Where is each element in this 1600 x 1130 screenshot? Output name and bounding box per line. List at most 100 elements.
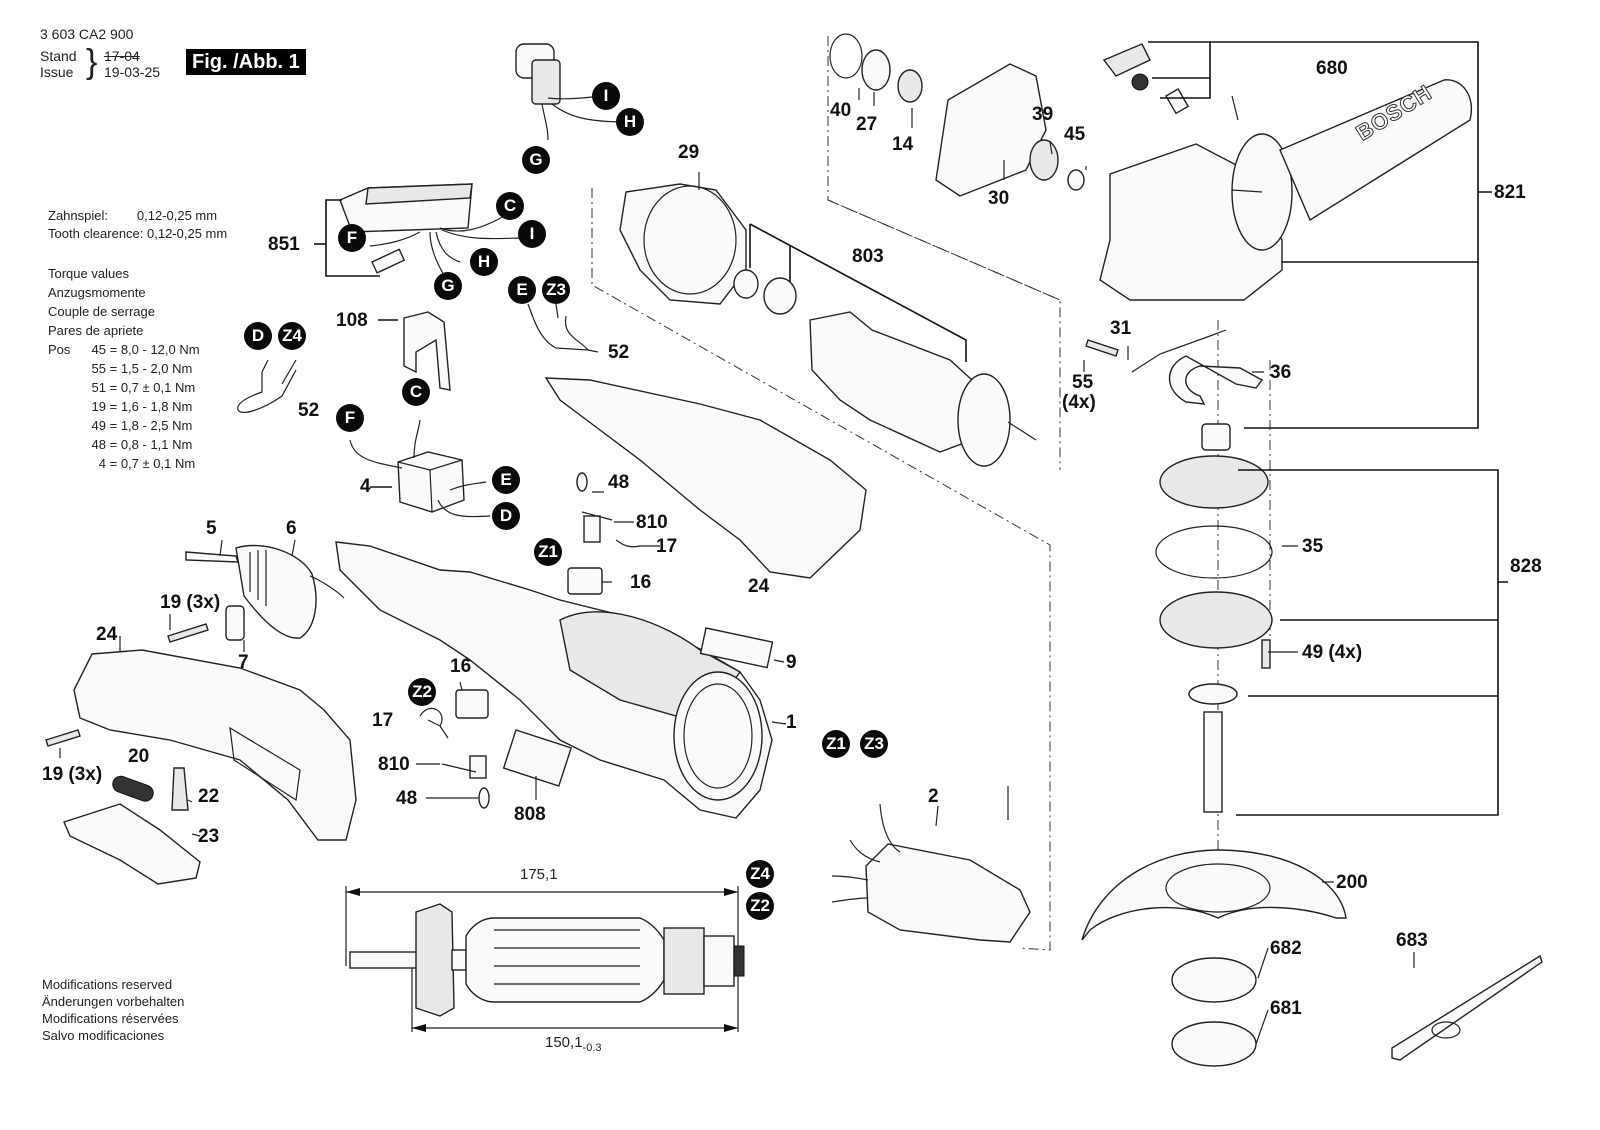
part-label-23: 23 [198, 826, 220, 847]
brush-holder-assembly-upper [567, 472, 641, 595]
auxiliary-handle-680 [1231, 79, 1472, 251]
part-label-851: 851 [268, 234, 300, 255]
gear-set-828 [1155, 423, 1508, 816]
part-label-19-upper: 19 (3x) [160, 592, 221, 613]
connector-badge-F: F [336, 404, 364, 432]
label-plate-9 [699, 627, 774, 669]
part-label-1: 1 [786, 712, 797, 733]
modifications-en: Modifications reserved [42, 977, 173, 992]
torque-title-en: Torque values [48, 266, 129, 281]
torque-row: 45 = 8,0 - 12,0 Nm [91, 342, 200, 357]
speed-control-wheel [515, 43, 629, 141]
air-guide-ring-29 [619, 183, 747, 305]
part-label-821: 821 [1494, 182, 1526, 203]
part-label-40: 40 [830, 100, 852, 121]
part-108-bracket [378, 311, 451, 391]
torque-pos-prefix: Pos [48, 342, 71, 357]
field-coil-2 [831, 803, 1031, 943]
part-label-24-left: 24 [96, 624, 118, 645]
connector-badge-D: D [244, 322, 272, 350]
bearing-flange-30 [935, 63, 1047, 197]
part-label-17-lower: 17 [372, 710, 394, 731]
brace-glyph: } [86, 43, 98, 81]
bearing-14 [897, 69, 923, 103]
connector-badge-I: I [592, 82, 620, 110]
torque-row: 48 = 0,8 - 1,1 Nm [91, 437, 193, 452]
part-label-36: 36 [1270, 362, 1292, 383]
issue-date: 19-03-25 [104, 64, 161, 80]
part-label-52-right: 52 [608, 342, 630, 363]
wire-clip-52-right [533, 315, 590, 351]
part-label-803: 803 [852, 246, 884, 267]
part-label-5: 5 [206, 518, 217, 539]
electronic-module [314, 183, 525, 287]
part-label-7: 7 [238, 652, 249, 673]
dimension-overall-length: 175,1 [520, 866, 558, 883]
part-label-9: 9 [786, 652, 797, 673]
part-label-35: 35 [1302, 536, 1324, 557]
connector-badge-Z1: Z1 [822, 730, 850, 758]
screw-19-upper [167, 623, 209, 643]
figure-label: Fig. /Abb. 1 [186, 49, 306, 75]
label-plate-808 [502, 729, 573, 787]
assembly-axis-frame-field [827, 199, 1061, 470]
part-label-27: 27 [856, 114, 878, 135]
torque-row: 4 = 0,7 ± 0,1 Nm [98, 456, 196, 471]
part-label-14: 14 [892, 134, 914, 155]
tooth-clearance-en: Tooth clearence: 0,12-0,25 mm [48, 226, 228, 241]
part-label-20: 20 [128, 746, 150, 767]
part-label-808: 808 [514, 804, 546, 825]
two-pin-spanner-683 [1391, 954, 1543, 1061]
part-label-17-upper: 17 [656, 536, 678, 557]
screw-19-lower [45, 729, 81, 747]
part-label-2: 2 [928, 786, 939, 807]
connector-badge-H: H [470, 248, 498, 276]
torque-title-es: Pares de apriete [48, 323, 144, 338]
dimension-core-length: 150,1-0.3 [545, 1034, 602, 1054]
part-label-19-lower: 19 (3x) [42, 764, 103, 785]
clamp-7 [225, 605, 245, 641]
clamping-lever-36 [1169, 355, 1264, 405]
modifications-notice: Modifications reserved Änderungen vorbeh… [42, 976, 184, 1044]
pinion-39 [1029, 139, 1059, 181]
circlip-40 [829, 33, 863, 79]
part-label-55-quantity: (4x) [1062, 392, 1096, 413]
nut-45 [1067, 169, 1085, 191]
connector-badge-Z1: Z1 [534, 538, 562, 566]
connector-badge-E: E [508, 276, 536, 304]
mounting-flange-682 [1171, 957, 1257, 1003]
part-label-681: 681 [1270, 998, 1302, 1019]
part-label-39: 39 [1032, 104, 1054, 125]
connector-badge-I: I [518, 220, 546, 248]
bearing-803b [763, 277, 797, 315]
part-label-24-right: 24 [748, 576, 770, 597]
handle-shell-24-left [73, 649, 357, 841]
armature-dimension-drawing [345, 886, 745, 1032]
part-label-683: 683 [1396, 930, 1428, 951]
connector-badge-C: C [496, 192, 524, 220]
part-label-810-lower: 810 [378, 754, 410, 775]
modifications-fr: Modifications réservées [42, 1011, 179, 1026]
brush-holder-assembly-lower [419, 689, 490, 809]
part-label-682: 682 [1270, 938, 1302, 959]
handle-shell-24-right [544, 377, 867, 579]
connector-badge-Z3: Z3 [860, 730, 888, 758]
part-label-828: 828 [1510, 556, 1542, 577]
part-label-31: 31 [1110, 318, 1132, 339]
torque-title-de: Anzugsmomente [48, 285, 146, 300]
part-label-16-lower: 16 [450, 656, 472, 677]
torque-row: 51 = 0,7 ± 0,1 Nm [91, 380, 196, 395]
switch-slide-23 [63, 803, 201, 885]
connector-badge-H: H [616, 108, 644, 136]
part-label-49: 49 (4x) [1302, 642, 1363, 663]
part-label-200: 200 [1336, 872, 1368, 893]
part-label-810-upper: 810 [636, 512, 668, 533]
part-label-16-upper: 16 [630, 572, 652, 593]
bearing-803a [733, 269, 759, 299]
part-label-680: 680 [1316, 58, 1348, 79]
wheel-guard-200 [1081, 849, 1347, 941]
part-label-48-upper: 48 [608, 472, 630, 493]
connector-badge-Z2: Z2 [408, 678, 436, 706]
part-label-4: 4 [360, 476, 371, 497]
